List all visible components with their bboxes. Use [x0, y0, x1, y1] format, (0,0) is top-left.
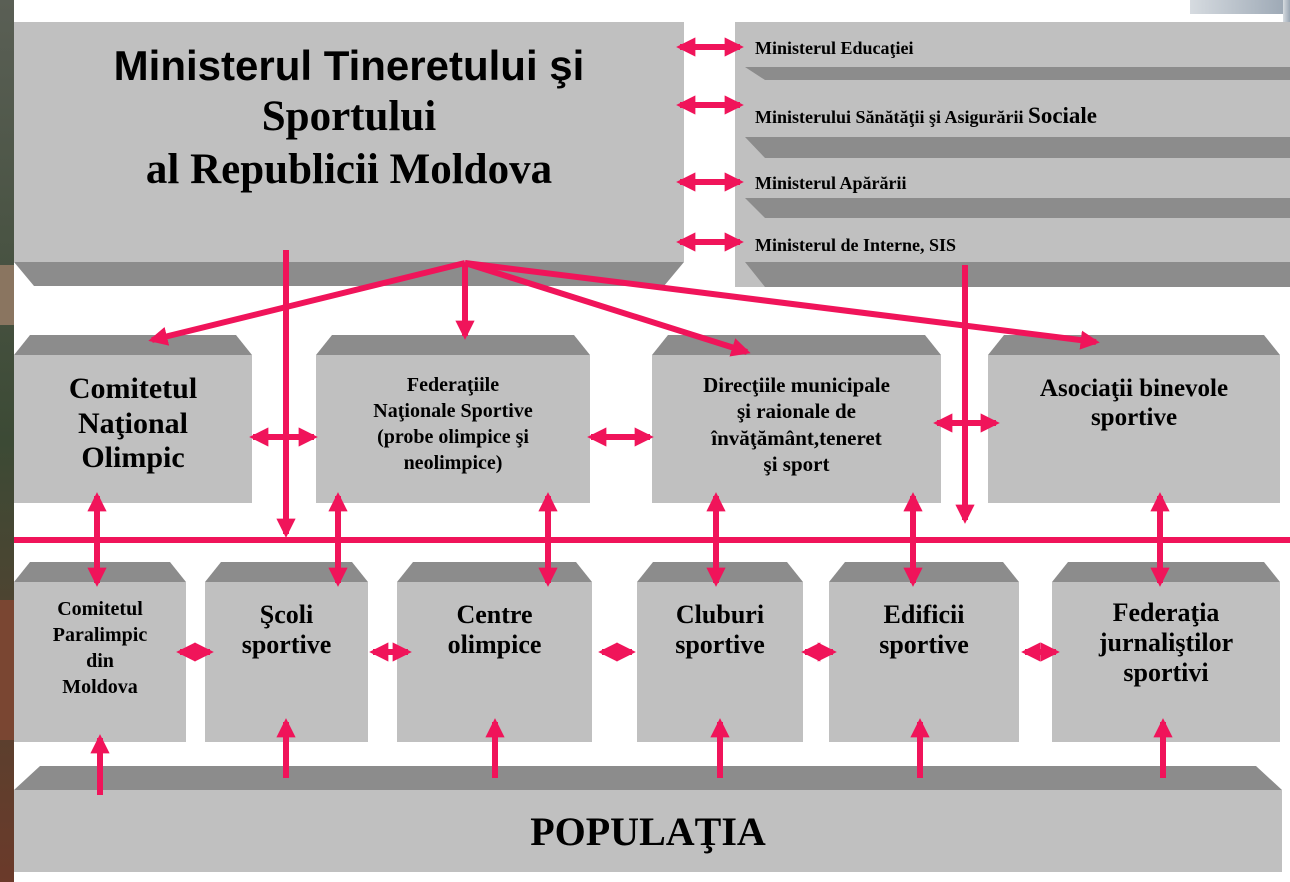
ministry-education-text: Ministerul Educaţiei [755, 38, 914, 58]
olympic-committee-line-3: Olimpic [81, 441, 185, 474]
national-federations-line-2: Naţionale Sportive [373, 400, 533, 422]
sport-clubs-line-1: Cluburi [675, 600, 765, 629]
population-shape [14, 766, 1282, 872]
arrow-to-olympic-committee [148, 260, 466, 346]
olympic-centres-line-1: Centre [456, 600, 533, 629]
arrow-to-directions [464, 260, 751, 357]
ministry-health-text-large: Sociale [1028, 103, 1098, 128]
national-federations-line-4: neolimpice) [403, 452, 503, 474]
sport-journalists-federation-box: Federaţia jurnaliştilor sportivi [1052, 598, 1280, 718]
paralympic-committee-line-1: Comitetul [57, 598, 143, 620]
national-federations-line-3: (probe olimpice şi [377, 426, 529, 448]
municipal-directions-box: Direcţiile municipale şi raionale de înv… [652, 372, 941, 502]
sport-schools-line-2: sportive [241, 629, 332, 659]
olympic-centres-line-2: olimpice [447, 629, 542, 659]
municipal-directions-line-4: şi sport [763, 451, 830, 476]
paralympic-committee-box: Comitetul Paralimpic din Moldova [14, 596, 186, 726]
municipal-directions-line-1: Direcţiile municipale [703, 373, 890, 397]
ministry-title-line-1: Ministerul Tineretului şi [113, 42, 585, 89]
paralympic-committee-line-3: din [86, 650, 114, 672]
sport-clubs-box: Cluburi sportive [637, 600, 803, 680]
arrow-to-associations [464, 260, 1100, 350]
sport-buildings-line-1: Edificii [883, 600, 965, 629]
ministry-education-label: Ministerul Educaţiei [755, 38, 914, 59]
paralympic-committee-line-4: Moldova [62, 676, 138, 698]
national-federations-box: Federaţiile Naţionale Sportive (probe ol… [316, 372, 590, 502]
ministry-health-label: Ministerului Sănătăţii şi Asigurării Soc… [755, 103, 1097, 129]
olympic-committee-line-1: Comitetul [68, 372, 198, 405]
olympic-centres-box: Centre olimpice [397, 600, 592, 680]
sport-journalists-line-1: Federaţia [1112, 598, 1220, 627]
sport-schools-box: Şcoli sportive [205, 600, 368, 680]
ministry-interior-text: Ministerul de Interne, SIS [755, 235, 957, 255]
ministry-title-line-3: al Republicii Moldova [145, 145, 553, 193]
sport-journalists-line-2: jurnaliştilor [1098, 627, 1234, 657]
sport-schools-line-1: Şcoli [259, 600, 314, 629]
paralympic-committee-line-2: Paralimpic [52, 624, 148, 646]
population-text: POPULAŢIA [530, 809, 766, 854]
ministry-defense-label: Ministerul Apărării [755, 173, 907, 194]
olympic-committee-line-2: Naţional [77, 406, 188, 440]
population-label: POPULAŢIA [14, 800, 1282, 864]
arrows [14, 37, 1290, 795]
ministries-panel-shape [735, 22, 1290, 287]
ministry-health-text: Ministerului Sănătăţii şi Asigurării [755, 107, 1029, 127]
voluntary-associations-line-1: Asociaţii binevole [1039, 375, 1229, 402]
tier2-shapes [14, 335, 1280, 503]
voluntary-associations-line-2: sportive [1090, 403, 1178, 431]
ministry-interior-label: Ministerul de Interne, SIS [755, 235, 956, 256]
ministry-box-shape [14, 22, 684, 286]
sport-journalists-line-3: sportivi [1123, 657, 1209, 687]
municipal-directions-line-3: învăţământ,teneret [711, 425, 882, 450]
sport-clubs-line-2: sportive [675, 629, 765, 659]
sport-buildings-line-2: sportive [879, 629, 969, 659]
municipal-directions-line-2: şi raionale de [736, 399, 856, 424]
ministry-defense-text: Ministerul Apărării [755, 173, 907, 193]
sport-buildings-box: Edificii sportive [829, 600, 1019, 680]
ministry-title-line-2: Sportului [261, 93, 437, 141]
olympic-committee-box: Comitetul Naţional Olimpic [14, 372, 252, 502]
voluntary-associations-box: Asociaţii binevole sportive [988, 375, 1280, 455]
national-federations-line-1: Federaţiile [406, 374, 500, 396]
tier3-shapes [14, 562, 1280, 742]
ministry-title: Ministerul Tineretului şi Sportului al R… [14, 40, 684, 196]
